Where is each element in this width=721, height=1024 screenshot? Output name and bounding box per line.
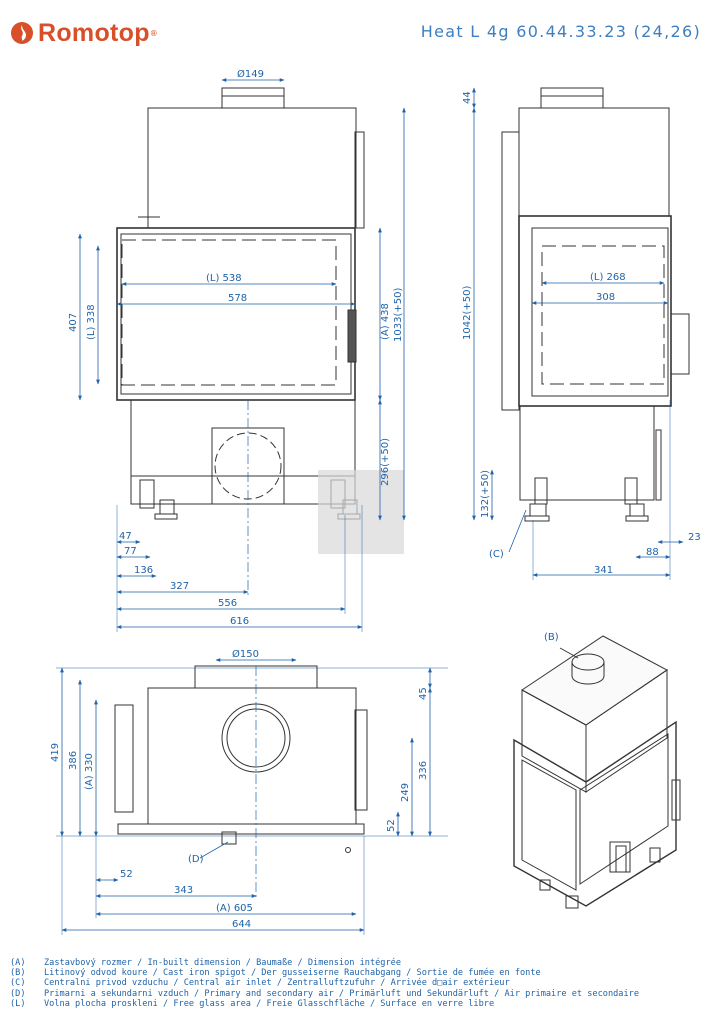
side-upper-housing xyxy=(518,107,670,217)
legend: (A)Zastavbový rozmer / In-built dimensio… xyxy=(10,958,714,1009)
front-glass-width: (L) 538 xyxy=(206,273,242,284)
front-width-77: 77 xyxy=(124,546,137,557)
side-bottom-132: 132(+50) xyxy=(480,470,491,518)
side-width-23: 23 xyxy=(688,532,701,543)
legend-item: (D)Primarni a sekundarni vzduch / Primar… xyxy=(10,988,639,999)
plan-dimensions xyxy=(56,658,448,935)
callout-c: (C) xyxy=(489,549,504,560)
front-width-47: 47 xyxy=(119,531,132,542)
front-spigot-diameter: Ø149 xyxy=(237,68,264,80)
front-width-136: 136 xyxy=(134,565,153,576)
plan-housing xyxy=(147,687,357,825)
front-width-556: 556 xyxy=(218,598,237,609)
legend-item: (B)Litinový odvod koure / Cast iron spig… xyxy=(10,968,541,979)
side-width-341: 341 xyxy=(594,565,613,576)
front-dimensions xyxy=(78,78,406,632)
side-view xyxy=(501,87,690,522)
plan-depth-336: 336 xyxy=(418,761,429,780)
side-base xyxy=(519,405,655,501)
plan-depth-249: 249 xyxy=(400,783,411,802)
front-width-327: 327 xyxy=(170,581,189,592)
side-glass-width: (L) 268 xyxy=(590,272,626,283)
plan-width-644: 644 xyxy=(232,919,251,930)
side-dimensions xyxy=(472,87,684,580)
callout-d: (D) xyxy=(188,854,204,865)
front-upper-housing xyxy=(147,107,357,229)
front-height-total: 1033(+50) xyxy=(393,288,404,342)
technical-drawing: Ø149 (L) 538 578 407 (L) 338 (A) 438 103… xyxy=(50,68,701,935)
side-glass xyxy=(541,245,665,385)
plan-view xyxy=(114,665,368,900)
plan-spigot-diameter: Ø150 xyxy=(232,648,259,660)
front-width-616: 616 xyxy=(230,616,249,627)
front-spigot xyxy=(221,87,285,109)
plan-depth-52: 52 xyxy=(386,819,397,832)
plan-width-a605: (A) 605 xyxy=(216,903,253,914)
flame-icon xyxy=(11,22,33,44)
side-top-44: 44 xyxy=(462,91,473,104)
plan-width-52: 52 xyxy=(120,869,133,880)
legend-item: (C)Centralni privod vzduchu / Central ai… xyxy=(10,978,510,989)
callout-b: (B) xyxy=(544,632,559,643)
plan-depth-419: 419 xyxy=(50,743,61,762)
legend-item: (L)Volna plocha proskleni / Free glass a… xyxy=(10,998,495,1009)
plan-depth-a330: (A) 330 xyxy=(84,753,95,790)
front-height-a438: (A) 438 xyxy=(380,303,391,340)
side-width-308: 308 xyxy=(596,292,615,303)
side-height-total: 1042(+50) xyxy=(462,286,473,340)
front-firebox-frame xyxy=(116,227,356,401)
side-spigot xyxy=(540,87,604,109)
front-height-296: 296(+50) xyxy=(380,438,391,486)
brand-name: Romotop xyxy=(38,18,150,47)
brand-registered: ® xyxy=(149,28,158,38)
legend-item: (A)Zastavbový rozmer / In-built dimensio… xyxy=(10,958,401,968)
iso-view xyxy=(513,635,681,909)
plan-depth-386: 386 xyxy=(68,751,79,770)
front-glass xyxy=(121,239,337,386)
front-view xyxy=(116,87,404,598)
side-width-88: 88 xyxy=(646,547,659,558)
plan-depth-45: 45 xyxy=(418,687,429,700)
front-height-407: 407 xyxy=(68,313,79,332)
plan-width-343: 343 xyxy=(174,885,193,896)
brand-logo: Romotop ® xyxy=(10,16,158,50)
model-title: Heat L 4g 60.44.33.23 (24,26) xyxy=(420,22,701,41)
front-height-l338: (L) 338 xyxy=(86,304,97,340)
front-body-width: 578 xyxy=(228,293,247,304)
